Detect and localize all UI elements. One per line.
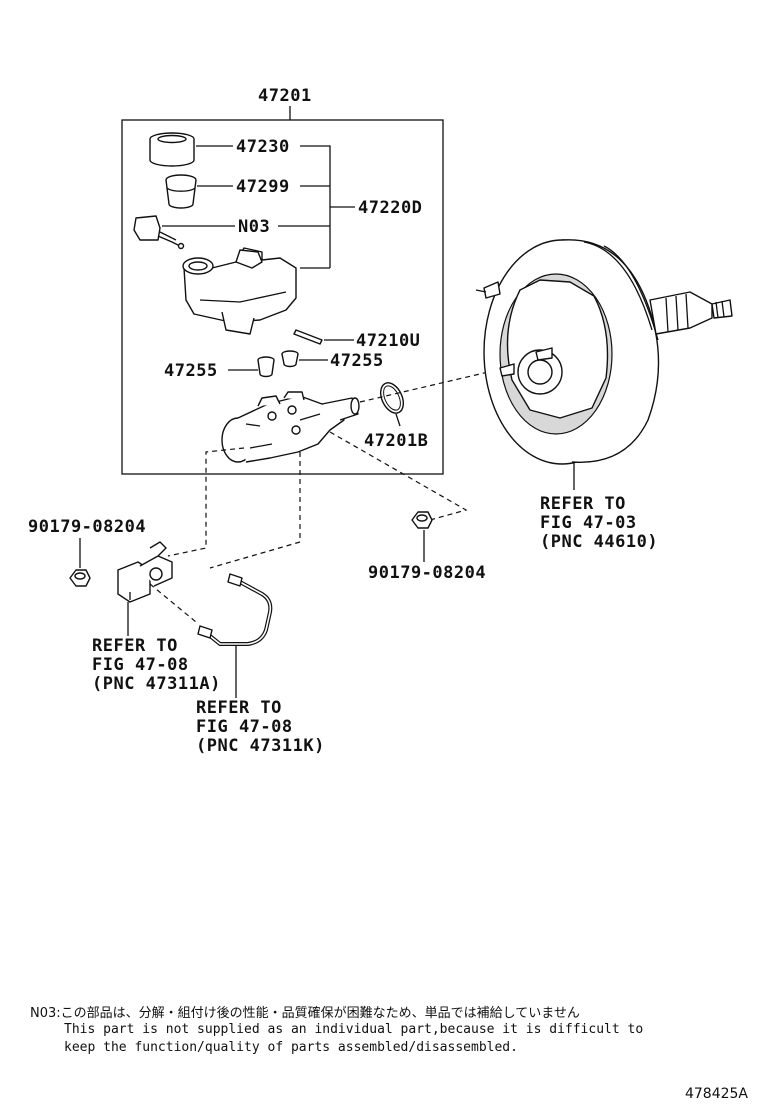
pin-part [293,329,323,345]
label-nut-right: 90179-08204 [368,563,486,583]
ref-booster-line3: (PNC 44610) [540,532,658,552]
ref-tube-k-line3: (PNC 47311K) [196,736,325,756]
ref-booster-line1: REFER TO [540,494,626,514]
label-47201B: 47201B [364,431,428,451]
brake-booster-part [475,239,733,465]
gasket-part [379,382,405,414]
ref-tube-a-line2: FIG 47-08 [92,655,189,675]
footnote-english-line1: This part is not supplied as an individu… [64,1022,644,1037]
label-47255-left: 47255 [164,361,218,381]
strainer-part [165,174,197,209]
reservoir-part [182,247,297,335]
master-cylinder-part [221,391,360,463]
label-47299: 47299 [236,177,290,197]
ref-tube-k-line1: REFER TO [196,698,282,718]
label-47201: 47201 [258,86,312,106]
level-sensor-part [133,215,185,250]
grommet-left-part [257,356,275,378]
label-47220D: 47220D [358,198,422,218]
assembly-frame [121,119,444,475]
footnote-english-line2: keep the function/quality of parts assem… [64,1040,518,1055]
ref-booster-line2: FIG 47-03 [540,513,637,533]
reservoir-cap-part [149,132,195,167]
footnote-japanese: N03:この部品は、分解・組付け後の性能・品質確保が困難なため、単品では補給して… [30,1006,580,1021]
brake-tube-part [197,573,273,646]
label-47255-right: 47255 [330,351,384,371]
nut-left-part [69,569,91,587]
nut-right-part [411,511,433,529]
pressure-sensor-part [117,541,173,603]
label-47210U: 47210U [356,331,420,351]
ref-tube-a-line3: (PNC 47311A) [92,674,221,694]
ref-tube-a-line1: REFER TO [92,636,178,656]
grommet-right-part [281,350,299,368]
label-N03: N03 [238,217,270,237]
label-47230: 47230 [236,137,290,157]
label-nut-left: 90179-08204 [28,517,146,537]
figure-code: 478425A [684,1086,748,1102]
ref-tube-k-line2: FIG 47-08 [196,717,293,737]
